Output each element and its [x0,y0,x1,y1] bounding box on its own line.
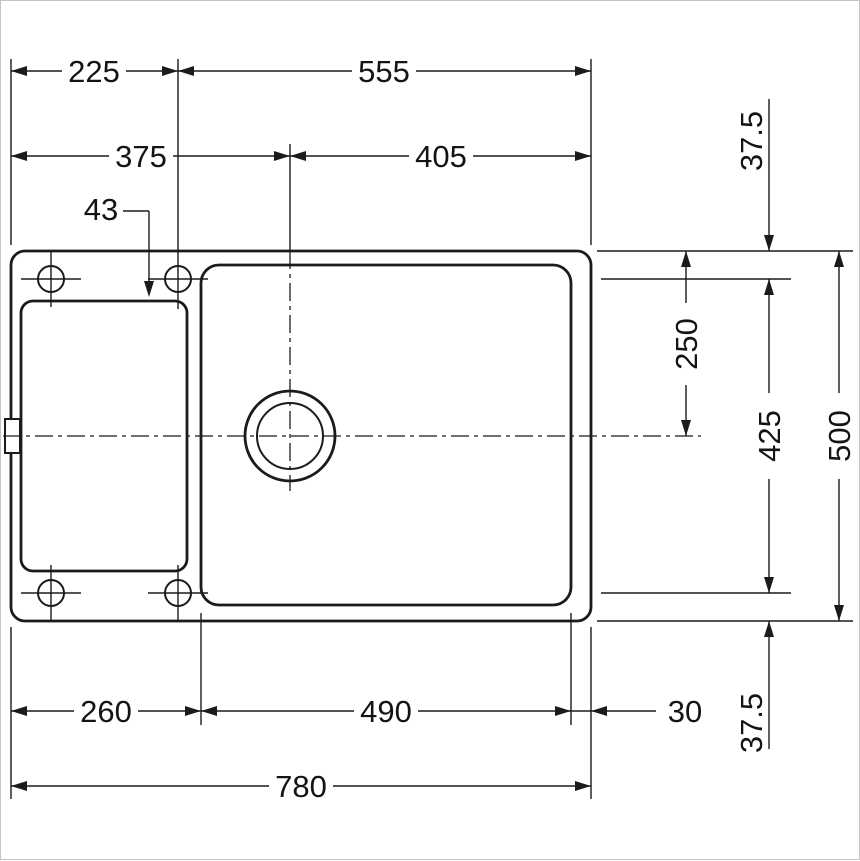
dim-label-375: 375 [115,139,167,174]
dim-label-780: 780 [275,769,327,804]
main-bowl [199,263,573,607]
dim-label-37.5-bottom: 37.5 [734,693,769,753]
dimension-labels: 225 555 375 405 43 37.5 250 425 500 37.5… [62,54,858,804]
dim-label-250: 250 [669,318,704,370]
dim-label-30: 30 [668,694,702,729]
centerlines [3,251,701,491]
dim-label-405: 405 [415,139,467,174]
dim-label-37.5-top: 37.5 [734,111,769,171]
dim-label-425: 425 [752,410,787,462]
dim-label-260: 260 [80,694,132,729]
tap-holes [21,251,208,621]
dim-label-225: 225 [68,54,120,89]
dim-label-43: 43 [84,192,118,227]
dim-label-490: 490 [360,694,412,729]
extension-lines [10,59,853,799]
arrowheads [11,66,844,791]
dim-label-500: 500 [822,410,857,462]
dim-label-555: 555 [358,54,410,89]
